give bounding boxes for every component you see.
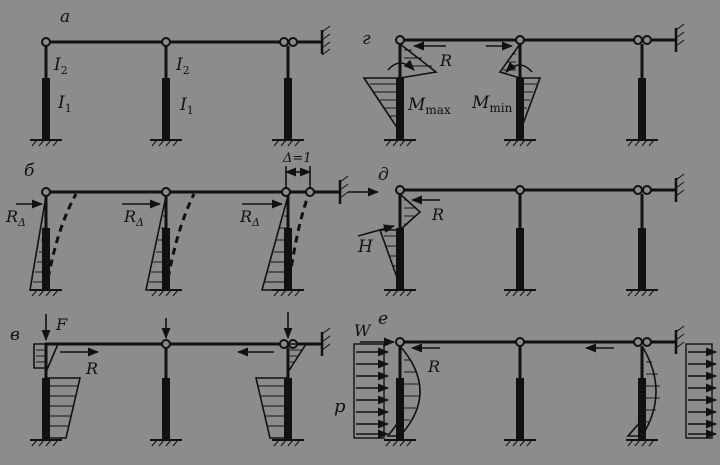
label-m-min: Mmin <box>471 93 513 115</box>
label-h: H <box>357 237 374 257</box>
panel-g: г <box>362 23 685 147</box>
panel-a-title: а <box>60 7 70 27</box>
label-i1-mid: I1 <box>179 95 194 117</box>
label-w: W <box>354 321 372 340</box>
panel-e: е <box>334 309 718 447</box>
panel-d-title: д <box>378 165 389 185</box>
label-delta: Δ=1 <box>282 151 312 166</box>
label-p: p <box>334 396 346 417</box>
panel-a-frame <box>30 25 331 147</box>
panel-g-frame <box>362 23 685 147</box>
label-i1-left: I1 <box>57 93 72 115</box>
panel-d: д <box>357 165 685 297</box>
label-r-delta-1: RΔ <box>5 207 26 229</box>
label-f: F <box>55 315 68 334</box>
label-r-delta-3: RΔ <box>239 207 260 229</box>
panel-b: б <box>5 151 380 297</box>
panel-a: а I2 <box>30 7 331 147</box>
panel-e-title: е <box>378 309 388 329</box>
panel-v: в <box>10 312 331 447</box>
panel-b-title: б <box>24 161 35 181</box>
panel-v-title: в <box>10 325 20 345</box>
panel-g-title: г <box>362 29 371 49</box>
label-r: R <box>85 359 98 378</box>
label-m-max: Mmax <box>407 95 451 117</box>
label-i2-left: I2 <box>53 55 68 77</box>
label-r: R <box>431 205 444 224</box>
panel-b-frame <box>16 166 380 297</box>
label-r: R <box>439 51 452 70</box>
panel-d-frame <box>357 173 685 297</box>
label-r: R <box>427 357 440 376</box>
panel-v-frame <box>30 312 331 447</box>
panel-e-frame <box>353 325 718 447</box>
label-i2-mid: I2 <box>175 55 190 77</box>
label-r-delta-2: RΔ <box>123 207 144 229</box>
